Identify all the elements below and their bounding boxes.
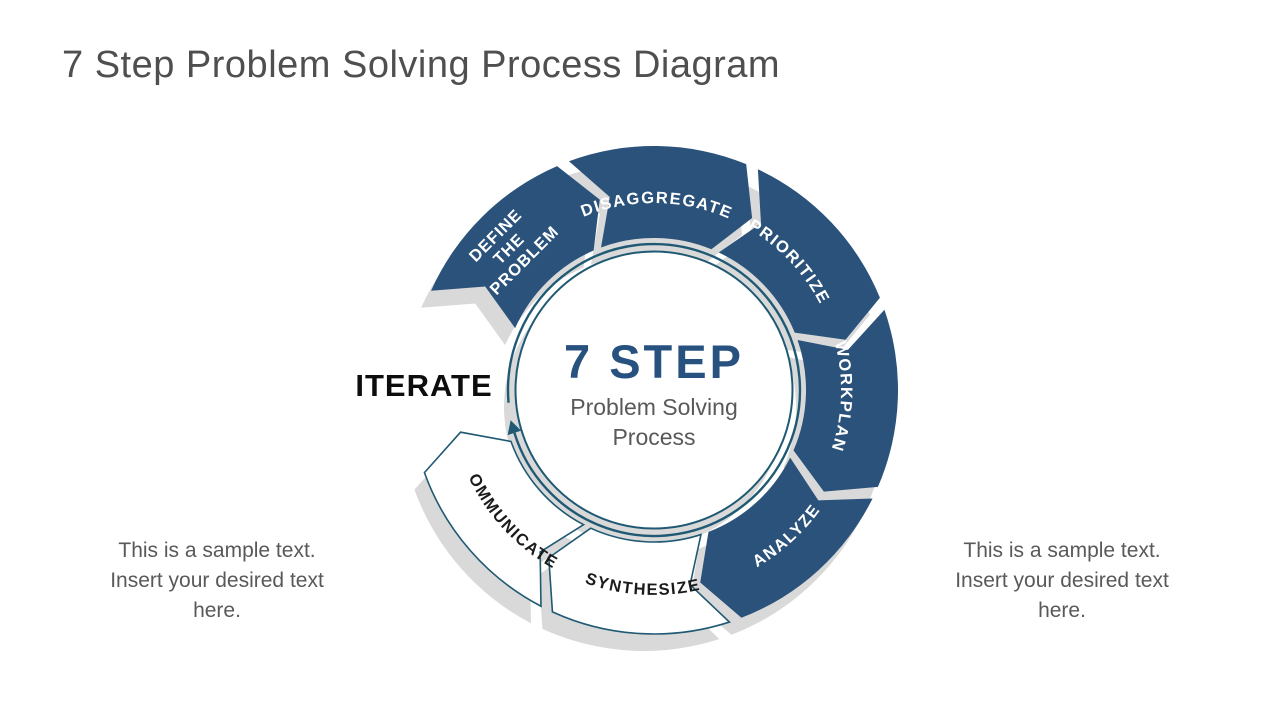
sample-text-left-line2: Insert your desired text <box>110 568 324 592</box>
center-subheading-line1: Problem Solving <box>570 394 738 420</box>
sample-text-left: This is a sample text. Insert your desir… <box>67 536 367 625</box>
segment-prioritize <box>718 169 880 340</box>
sample-text-right: This is a sample text. Insert your desir… <box>912 536 1212 625</box>
sample-text-left-line3: here. <box>193 598 241 622</box>
sample-text-left-line1: This is a sample text. <box>118 539 316 562</box>
ring-segment-layer <box>423 146 898 635</box>
sample-text-right-line3: here. <box>1038 598 1086 622</box>
segment-communicate <box>423 431 586 608</box>
sample-text-right-line2: Insert your desired text <box>955 568 1169 592</box>
center-subheading-line2: Process <box>612 423 696 450</box>
segment-workplan <box>793 309 898 492</box>
segment-synthesize <box>547 527 731 635</box>
iterate-loop-arrow-arc <box>506 242 802 538</box>
inner-circle <box>514 250 794 530</box>
center-subheading: Problem Solving Process <box>529 393 779 453</box>
segment-define-the-problem <box>431 166 600 329</box>
segment-disaggregate <box>568 146 753 250</box>
sample-text-right-line1: This is a sample text. <box>963 539 1161 562</box>
segment-analyze <box>700 457 873 618</box>
slide-title: 7 Step Problem Solving Process Diagram <box>62 44 781 86</box>
iterate-loop-arrowhead-icon <box>507 420 522 436</box>
center-text-block: 7 STEP Problem Solving Process <box>529 338 779 453</box>
center-heading: 7 STEP <box>564 335 744 388</box>
iterate-label: ITERATE <box>355 368 493 403</box>
